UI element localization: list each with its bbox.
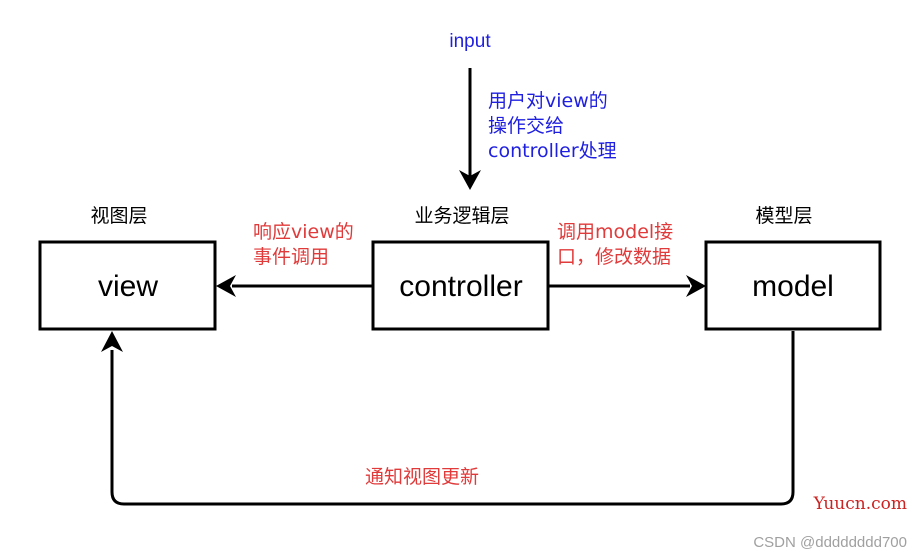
controller-to-view-note-line-1: 响应view的 (253, 221, 354, 243)
controller-to-view-arrow-head (216, 275, 236, 297)
controller-to-view-note-line-2: 事件调用 (253, 246, 329, 268)
watermark-site: Yuucn.com (813, 494, 907, 514)
input-label: input (449, 31, 491, 52)
watermark-csdn: CSDN @dddddddd700 (753, 534, 907, 551)
controller-layer-label: 业务逻辑层 (414, 205, 509, 227)
model-to-view-arrow (110, 331, 795, 506)
model-layer-label: 模型层 (755, 205, 812, 227)
controller-to-model-note: 调用model接 口，修改数据 (557, 221, 679, 268)
model-to-view-arrow-head (101, 331, 123, 352)
input-note: 用户对view的 操作交给 controller处理 (488, 90, 617, 162)
model-box (704, 240, 882, 331)
controller-to-model-note-line-2: 口，修改数据 (557, 246, 671, 268)
input-note-line-3: controller处理 (488, 140, 617, 162)
model-box-label: model (752, 270, 834, 303)
view-layer-label: 视图层 (90, 205, 147, 227)
input-note-line-2: 操作交给 (488, 115, 564, 137)
input-note-line-1: 用户对view的 (488, 90, 608, 112)
view-box-label: view (98, 270, 158, 303)
controller-to-model-arrow-head (686, 275, 706, 297)
controller-box (371, 240, 550, 331)
model-to-view-note: 通知视图更新 (365, 466, 479, 488)
controller-to-model-note-line-1: 调用model接 (557, 221, 673, 243)
controller-to-view-note: 响应view的 事件调用 (253, 221, 360, 268)
controller-box-label: controller (399, 270, 522, 303)
view-box (38, 240, 217, 331)
input-arrow-head (459, 170, 481, 190)
